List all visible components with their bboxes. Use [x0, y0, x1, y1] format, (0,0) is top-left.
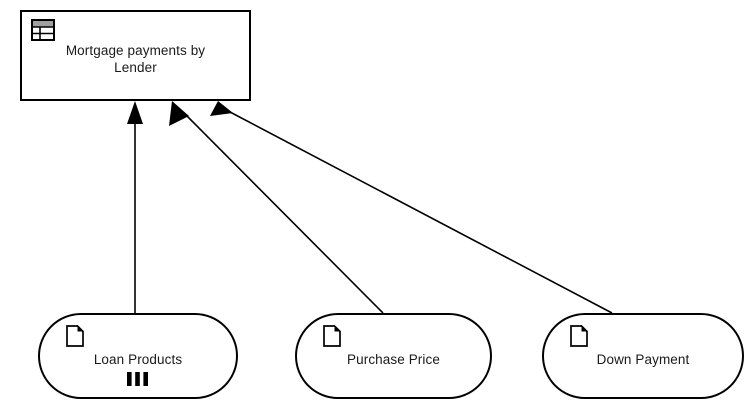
- arrowhead-icon: [169, 101, 189, 126]
- file-icon: [323, 325, 341, 352]
- file-icon: [66, 325, 84, 352]
- edge-purchase-price[interactable]: [169, 101, 384, 314]
- node-loan-products[interactable]: Loan Products: [38, 313, 238, 399]
- table-icon: [31, 19, 55, 46]
- file-icon: [570, 325, 588, 352]
- node-label: Down Payment: [596, 352, 690, 367]
- node-label: Loan Products: [93, 352, 183, 367]
- arrowhead-icon: [127, 101, 143, 124]
- edge-line: [229, 111, 613, 314]
- node-down-payment[interactable]: Down Payment: [542, 313, 744, 399]
- edge-line: [185, 114, 384, 314]
- edge-down-payment[interactable]: [210, 101, 613, 314]
- node-label: Purchase Price: [347, 352, 440, 367]
- node-label: Mortgage payments by Lender: [65, 43, 206, 75]
- edge-loan-products[interactable]: [127, 101, 143, 313]
- node-mortgage-payments-by-lender[interactable]: Mortgage payments by Lender: [20, 10, 251, 101]
- arrowhead-icon: [210, 101, 233, 116]
- three-bars-icon: [40, 372, 236, 386]
- node-purchase-price[interactable]: Purchase Price: [295, 313, 492, 399]
